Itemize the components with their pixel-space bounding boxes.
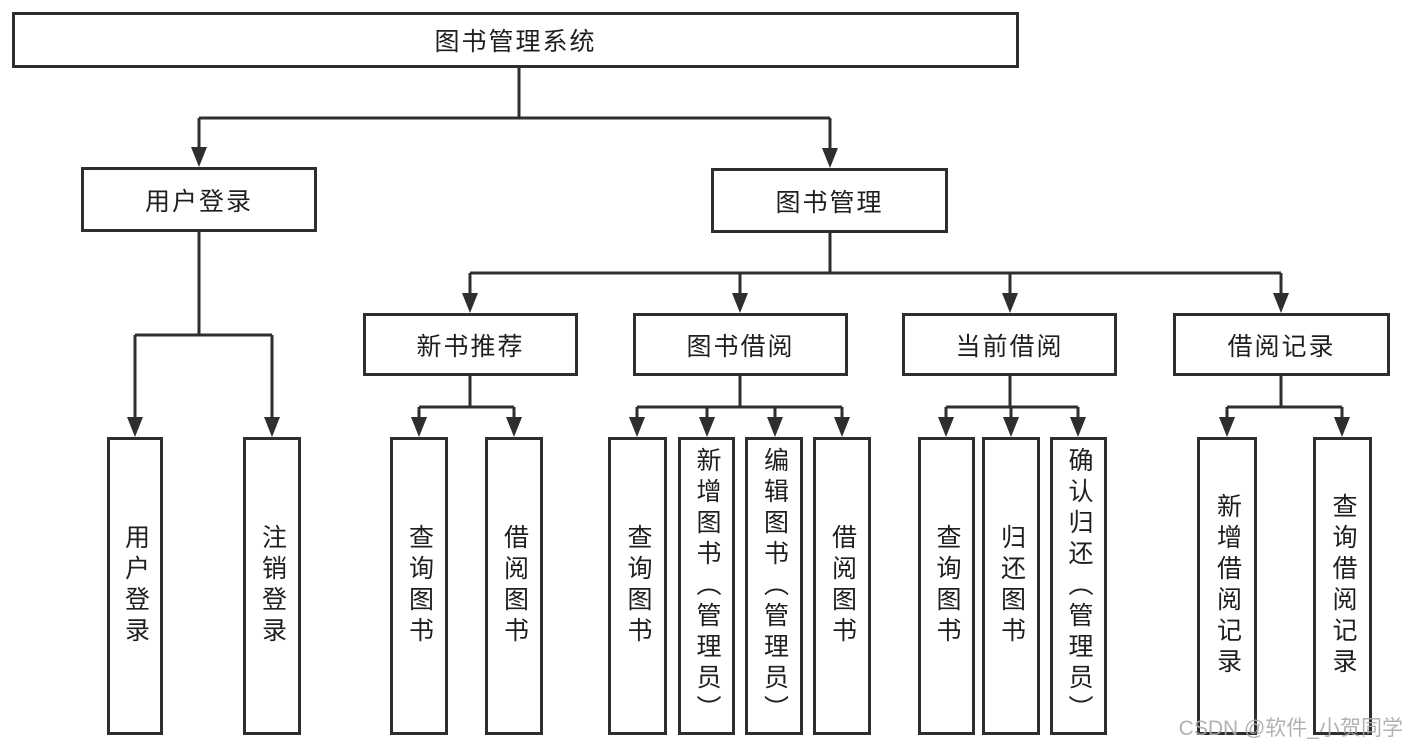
leaf-query-borrow-record: 查询借阅记录 <box>1313 437 1372 735</box>
leaf-edit-book-admin: 编辑图书（管理员） <box>745 437 803 735</box>
leaf-label: 确认归还（管理员） <box>1065 446 1093 726</box>
arrow-down-icon <box>732 293 748 313</box>
leaf-user-login: 用户登录 <box>107 437 163 735</box>
node-label: 图书管理系统 <box>434 28 597 56</box>
csdn-watermark: CSDN @软件_小贺同学 <box>1178 717 1403 740</box>
arrow-down-icon <box>1273 293 1289 313</box>
leaf-label: 查询图书 <box>405 524 434 648</box>
leaf-query-books-borrowing: 查询图书 <box>608 437 667 735</box>
arrow-down-icon <box>411 417 427 437</box>
leaf-label: 借阅图书 <box>828 524 857 648</box>
node-library-management-system: 图书管理系统 <box>12 12 1019 68</box>
arrow-down-icon <box>938 417 954 437</box>
leaf-add-book-admin: 新增图书（管理员） <box>678 437 735 735</box>
arrow-down-icon <box>462 293 478 313</box>
leaf-label: 查询图书 <box>933 524 961 648</box>
arrow-down-icon <box>191 147 207 167</box>
leaf-label: 查询图书 <box>624 524 652 648</box>
connector-new-book-recommendation <box>417 376 516 423</box>
arrow-down-icon <box>127 417 143 437</box>
arrow-down-icon <box>767 417 783 437</box>
arrowheads <box>127 147 1350 437</box>
node-book-borrowing: 图书借阅 <box>633 313 848 376</box>
leaf-label: 用户登录 <box>121 524 150 648</box>
node-label: 借阅记录 <box>1227 332 1336 361</box>
leaf-label: 新增借阅记录 <box>1213 493 1242 679</box>
node-book-management: 图书管理 <box>711 168 948 233</box>
leaf-add-borrow-record: 新增借阅记录 <box>1197 437 1257 735</box>
node-label: 新书推荐 <box>416 332 525 361</box>
arrow-down-icon <box>1219 417 1235 437</box>
node-label: 图书借阅 <box>686 332 795 361</box>
leaf-label: 查询借阅记录 <box>1329 493 1357 679</box>
node-user-login: 用户登录 <box>81 167 317 232</box>
node-label: 当前借阅 <box>955 332 1064 361</box>
arrow-down-icon <box>264 417 280 437</box>
leaf-return-book: 归还图书 <box>982 437 1040 735</box>
leaf-label: 新增图书（管理员） <box>693 446 721 726</box>
connector-borrowing-records <box>1225 376 1344 423</box>
leaf-query-books-current: 查询图书 <box>918 437 975 735</box>
leaf-label: 归还图书 <box>997 524 1026 648</box>
node-new-book-recommendation: 新书推荐 <box>363 313 578 376</box>
node-label: 图书管理 <box>775 188 884 217</box>
leaf-confirm-return-admin: 确认归还（管理员） <box>1050 437 1107 735</box>
node-label: 用户登录 <box>144 187 253 216</box>
leaf-logout: 注销登录 <box>243 437 301 735</box>
arrow-down-icon <box>1003 417 1019 437</box>
arrow-down-icon <box>699 417 715 437</box>
arrow-down-icon <box>506 417 522 437</box>
arrow-down-icon <box>629 417 645 437</box>
connector-user-login <box>133 232 274 423</box>
leaf-label: 注销登录 <box>258 524 287 648</box>
arrow-down-icon <box>1334 417 1350 437</box>
arrow-down-icon <box>822 148 838 168</box>
arrow-down-icon <box>834 417 850 437</box>
connector-root <box>197 68 832 154</box>
node-borrowing-records: 借阅记录 <box>1173 313 1390 376</box>
node-current-borrowing: 当前借阅 <box>902 313 1117 376</box>
leaf-query-books-recommend: 查询图书 <box>390 437 448 735</box>
connector-current-borrowing <box>944 376 1080 423</box>
connector-book-borrowing <box>635 376 844 423</box>
leaf-borrow-books: 借阅图书 <box>813 437 871 735</box>
leaf-borrow-books-recommend: 借阅图书 <box>485 437 543 735</box>
arrow-down-icon <box>1002 293 1018 313</box>
leaf-label: 编辑图书（管理员） <box>760 446 789 726</box>
leaf-label: 借阅图书 <box>500 524 529 648</box>
connector-book-management <box>468 233 1283 299</box>
arrow-down-icon <box>1070 417 1086 437</box>
